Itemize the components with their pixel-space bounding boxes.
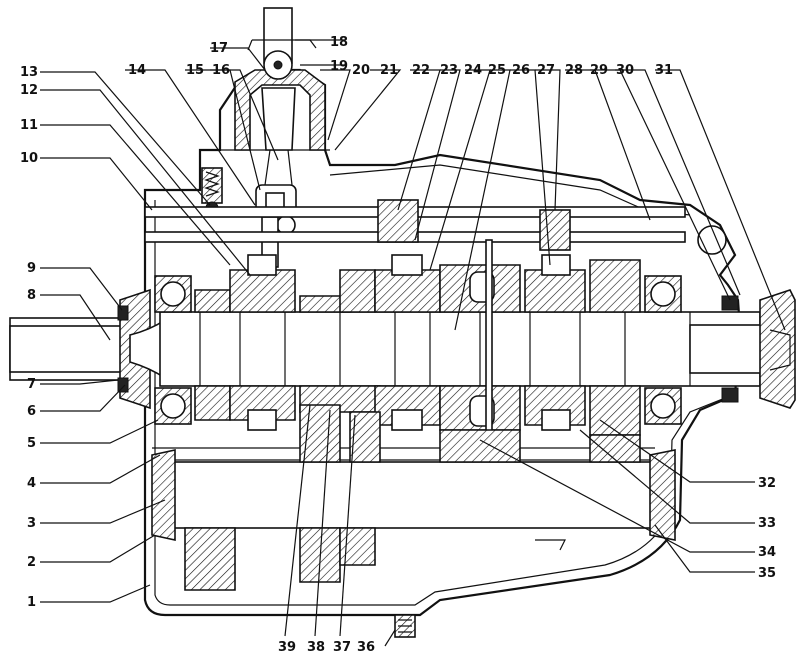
callout-17: 17 xyxy=(210,41,228,56)
callout-3: 3 xyxy=(27,516,36,531)
callout-10: 10 xyxy=(20,151,38,166)
callout-13: 13 xyxy=(20,65,38,80)
callout-22: 22 xyxy=(412,63,430,78)
callout-12: 12 xyxy=(20,83,38,98)
callout-36: 36 xyxy=(357,640,375,655)
callout-8: 8 xyxy=(27,288,36,303)
shift-lever-shaft xyxy=(261,87,296,151)
callout-32: 32 xyxy=(758,476,776,491)
callout-28: 28 xyxy=(565,63,583,78)
main-shaft-gears xyxy=(194,239,641,461)
countershaft xyxy=(151,404,676,591)
callout-33: 33 xyxy=(758,516,776,531)
callout-38: 38 xyxy=(307,640,325,655)
callout-9: 9 xyxy=(27,261,36,276)
callout-26: 26 xyxy=(512,63,530,78)
shift-rails xyxy=(144,199,727,255)
callout-30: 30 xyxy=(616,63,634,78)
callout-23: 23 xyxy=(440,63,458,78)
callout-leader-lines xyxy=(40,39,786,647)
drain-plug xyxy=(394,614,416,638)
callout-4: 4 xyxy=(27,476,36,491)
countershaft-body xyxy=(159,461,656,529)
callout-7: 7 xyxy=(27,377,36,392)
callout-20: 20 xyxy=(352,63,370,78)
callout-15: 15 xyxy=(186,63,204,78)
callout-5: 5 xyxy=(27,436,36,451)
callout-19: 19 xyxy=(330,59,348,74)
callout-35: 35 xyxy=(758,566,776,581)
callout-2: 2 xyxy=(27,555,36,570)
callout-25: 25 xyxy=(488,63,506,78)
callout-39: 39 xyxy=(278,640,296,655)
callout-14: 14 xyxy=(128,63,146,78)
callout-27: 27 xyxy=(537,63,555,78)
callout-34: 34 xyxy=(758,545,776,560)
callout-31: 31 xyxy=(655,63,673,78)
callout-labels: 1 2 3 4 5 6 7 8 9 10 11 12 13 14 15 16 1… xyxy=(20,35,776,655)
callout-6: 6 xyxy=(27,404,36,419)
bearings xyxy=(117,275,739,425)
callout-18: 18 xyxy=(330,35,348,50)
output-flange xyxy=(759,289,796,409)
callout-1: 1 xyxy=(27,595,36,610)
callout-24: 24 xyxy=(464,63,482,78)
callout-16: 16 xyxy=(212,63,230,78)
callout-11: 11 xyxy=(20,118,38,133)
callout-21: 21 xyxy=(380,63,398,78)
callout-29: 29 xyxy=(590,63,608,78)
callout-37: 37 xyxy=(333,640,351,655)
output-shaft xyxy=(159,311,761,387)
